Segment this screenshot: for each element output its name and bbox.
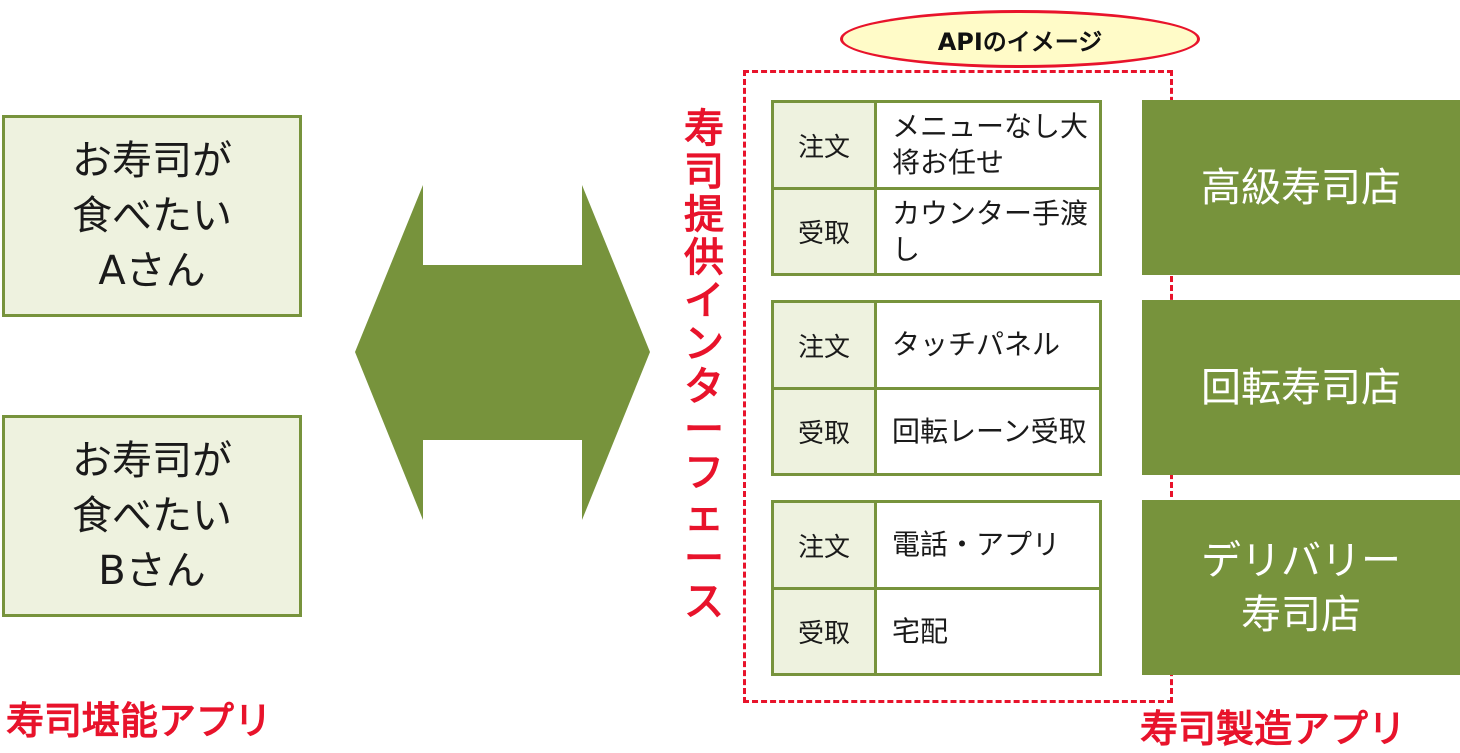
- interface-title-char: イ: [684, 278, 724, 324]
- service-table-high-end: 注文 メニューなし大将お任せ 受取 カウンター手渡し: [771, 100, 1102, 276]
- interface-title-char: 寿: [684, 106, 724, 152]
- interface-title-char: フ: [684, 450, 724, 496]
- shop-high-end: 高級寿司店: [1142, 100, 1460, 275]
- producer-app-label: 寿司製造アプリ: [1140, 707, 1407, 751]
- shop-conveyor: 回転寿司店: [1142, 300, 1460, 475]
- receive-label: 受取: [774, 590, 877, 673]
- interface-title-char: ェ: [684, 493, 724, 539]
- interface-title-char: 供: [684, 235, 724, 281]
- order-row: 注文 タッチパネル: [774, 303, 1099, 390]
- order-row: 注文 電話・アプリ: [774, 503, 1099, 590]
- shop-delivery: デリバリー 寿司店: [1142, 500, 1460, 675]
- interface-title-char: ー: [684, 536, 724, 582]
- double-arrow-icon: [355, 185, 650, 520]
- shop-name: 寿司店: [1241, 591, 1361, 638]
- shop-name: 回転寿司店: [1201, 364, 1401, 411]
- receive-value: 回転レーン受取: [892, 414, 1087, 448]
- order-row: 注文 メニューなし大将お任せ: [774, 103, 1099, 190]
- customer-b-box: お寿司が 食べたい Bさん: [2, 415, 302, 617]
- receive-row: 受取 回転レーン受取: [774, 390, 1099, 473]
- interface-title: 寿司提供インターフェース: [676, 108, 732, 624]
- receive-label: 受取: [774, 390, 877, 473]
- order-label: 注文: [774, 303, 877, 387]
- customer-b-line: お寿司が: [72, 437, 232, 484]
- customer-a-box: お寿司が 食べたい Aさん: [2, 115, 302, 317]
- order-value: 電話・アプリ: [892, 528, 1061, 561]
- interface-title-char: 司: [684, 149, 724, 195]
- order-value: タッチパネル: [892, 328, 1061, 361]
- interface-title-char: 提: [684, 192, 724, 238]
- service-table-delivery: 注文 電話・アプリ 受取 宅配: [771, 500, 1102, 676]
- customer-a-line: 食べたい: [72, 192, 232, 239]
- shop-name: デリバリー: [1201, 537, 1401, 584]
- receive-value: 宅配: [892, 614, 949, 648]
- interface-title-char: ー: [684, 407, 724, 453]
- interface-title-char: ス: [684, 579, 724, 625]
- service-table-conveyor: 注文 タッチパネル 受取 回転レーン受取: [771, 300, 1102, 476]
- receive-row: 受取 宅配: [774, 590, 1099, 673]
- api-image-label: APIのイメージ: [840, 10, 1200, 68]
- order-value: メニューなし大将お任せ: [892, 110, 1089, 179]
- consumer-app-label: 寿司堪能アプリ: [6, 699, 273, 743]
- interface-title-char: タ: [684, 364, 724, 410]
- receive-value: カウンター手渡し: [892, 196, 1089, 266]
- order-label: 注文: [774, 103, 877, 187]
- customer-a-line: お寿司が: [72, 137, 232, 184]
- receive-label: 受取: [774, 190, 877, 273]
- customer-a-line: Aさん: [98, 247, 206, 294]
- customer-b-line: Bさん: [98, 547, 206, 594]
- customer-b-line: 食べたい: [72, 492, 232, 539]
- order-label: 注文: [774, 503, 877, 587]
- receive-row: 受取 カウンター手渡し: [774, 190, 1099, 273]
- interface-title-char: ン: [684, 321, 724, 367]
- shop-name: 高級寿司店: [1201, 164, 1401, 211]
